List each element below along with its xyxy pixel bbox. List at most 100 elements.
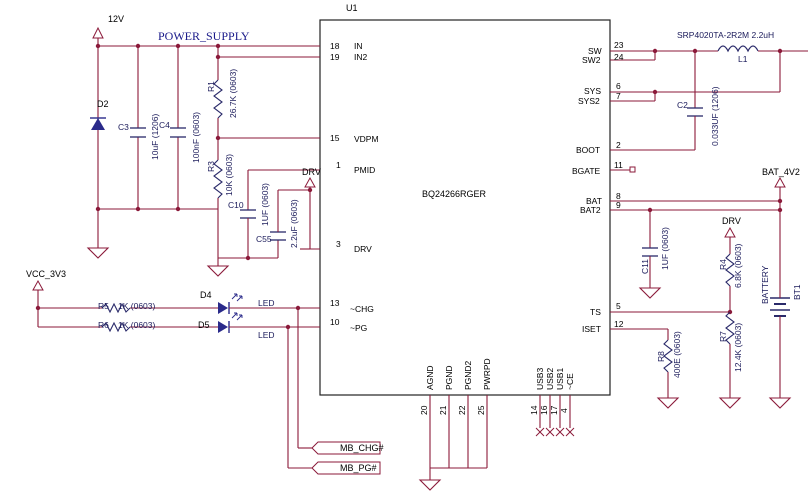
pin-name-ts: TS	[590, 307, 601, 317]
pin-name-agnd: AGND	[425, 365, 435, 390]
c2-ref: C2	[677, 100, 688, 110]
pin-num-6: 6	[616, 81, 621, 91]
pin-num-24: 24	[614, 52, 624, 62]
pin-num-22: 22	[457, 405, 467, 415]
pin-name-vdpm: VDPM	[354, 134, 379, 144]
r8-value: 400E (0603)	[672, 331, 682, 378]
u1-body	[319, 19, 611, 396]
r3-ref: R3	[206, 161, 216, 172]
net-label-12v: 12V	[108, 14, 124, 24]
u1-left-pins: 18 IN 19 IN2 15 VDPM 1 PMID 3 DRV 13 ~CH…	[300, 41, 379, 333]
u1-right-pins: 23 SW 24 SW2 6 SYS 7 SYS2 2 BOOT 11 BGAT…	[572, 40, 630, 334]
port-mb-pg-label: MB_PG#	[340, 463, 377, 473]
u1-ref: U1	[346, 3, 358, 13]
pin-name-sys2: SYS2	[578, 96, 600, 106]
pin-num-4: 4	[559, 408, 569, 413]
net-label-power-supply: POWER_SUPPLY	[158, 29, 250, 43]
pin-num-19: 19	[330, 52, 340, 62]
pin-num-18: 18	[330, 41, 340, 51]
c3-value: 10uF (1206)	[150, 114, 160, 160]
r1-ref: R1	[206, 81, 216, 92]
pin-num-25: 25	[476, 405, 486, 415]
pin-name-bat2: BAT2	[580, 205, 601, 215]
pin-num-11: 11	[614, 160, 623, 170]
pin-name-sw2: SW2	[582, 55, 601, 65]
pin-name-usb2: USB2	[545, 368, 555, 390]
r6-ref: R6	[98, 320, 109, 330]
u1-bottom-pins: 20 AGND 21 PGND 22 PGND2 25 PWRPD 14 USB…	[418, 358, 575, 491]
r7-ref: R7	[718, 331, 728, 342]
l1-ref: L1	[738, 54, 748, 64]
d2-diode: D2	[90, 99, 109, 130]
ground-symbol	[86, 247, 110, 259]
net-label-drv-top: DRV	[302, 167, 321, 177]
pin-name-pwrpd: PWRPD	[482, 358, 492, 390]
power-flag-drv	[304, 176, 316, 188]
pin-num-23: 23	[614, 40, 624, 50]
d5-value: LED	[258, 330, 275, 340]
net-label-vcc: VCC_3V3	[26, 269, 66, 279]
r1-value: 26.7K (0603)	[228, 69, 238, 118]
l1-inductor	[717, 45, 759, 53]
d4-value: LED	[258, 298, 275, 308]
u1-part-number: BQ24266RGER	[422, 189, 487, 199]
c10-value: 1UF (0603)	[260, 183, 270, 226]
pin-num-13: 13	[330, 298, 340, 308]
pin-num-16: 16	[539, 405, 549, 415]
pin-name-in: IN	[354, 41, 363, 51]
r6-value: 1K (0603)	[118, 320, 155, 330]
pin-num-10: 10	[330, 317, 340, 327]
l1-value: SRP4020TA-2R2M 2.2uH	[677, 30, 774, 40]
pin-name-drv: DRV	[354, 244, 372, 254]
status-led-section: VCC_3V3 R5 1K (0603) R6 1K (0603) D4 LED…	[26, 269, 384, 475]
r8-ref: R8	[656, 351, 666, 362]
port-mb-chg	[311, 441, 381, 455]
r5-value: 1K (0603)	[118, 301, 155, 311]
pin-num-5: 5	[616, 301, 621, 311]
pin-name-pg: ~PG	[350, 323, 367, 333]
switch-section: SRP4020TA-2R2M 2.2uH L1 C2 0.033UF (1206…	[630, 30, 808, 151]
pin-name-in2: IN2	[354, 52, 368, 62]
net-label-bat: BAT_4V2	[762, 167, 800, 177]
pin-name-chg: ~CHG	[350, 304, 374, 314]
r4-value: 6.8K (0603)	[733, 243, 743, 288]
c4-value: 100nF (0603)	[191, 112, 201, 163]
port-mb-chg-label: MB_CHG#	[340, 443, 384, 453]
pin-name-boot: BOOT	[576, 145, 600, 155]
c55-ref: C55	[256, 234, 272, 244]
pin-name-sw: SW	[588, 46, 602, 56]
pin-name-ce: ~CE	[565, 373, 575, 390]
pin-name-iset: ISET	[582, 324, 601, 334]
no-connect-markers	[535, 427, 575, 437]
c4-ref: C4	[159, 120, 170, 130]
pin-num-9: 9	[616, 200, 621, 210]
pin-name-usb3: USB3	[535, 368, 545, 390]
pin-num-15: 15	[330, 133, 340, 143]
pin-name-sys: SYS	[584, 86, 601, 96]
power-flag-12v	[92, 26, 104, 39]
battery-section: BAT_4V2 C11 1UF (0603) DRV R4 6.8K (0603…	[630, 167, 802, 409]
c11-value: 1UF (0603)	[660, 227, 670, 270]
pin-num-7: 7	[616, 91, 621, 101]
pin-name-pmid: PMID	[354, 165, 375, 175]
pin-num-20: 20	[419, 405, 429, 415]
bgate-no-connect	[629, 166, 636, 173]
pin-num-8: 8	[616, 191, 621, 201]
d5-ref: D5	[198, 320, 210, 330]
pin-name-pgnd2: PGND2	[463, 360, 473, 390]
power-flag-bat	[774, 176, 786, 188]
c11-ref: C11	[640, 259, 650, 274]
pin-name-bat: BAT	[586, 196, 602, 206]
pin-num-2: 2	[616, 140, 621, 150]
pin-num-14: 14	[529, 405, 539, 415]
r3-value: 10K (0603)	[224, 154, 234, 196]
pin-name-usb1: USB1	[555, 368, 565, 390]
power-flag-drv-right	[724, 226, 736, 238]
c55-value: 2.2uF (0603)	[289, 199, 299, 248]
net-label-drv-right: DRV	[722, 216, 741, 226]
pin-name-bgate: BGATE	[572, 166, 601, 176]
pin-num-1: 1	[336, 160, 341, 170]
bt1-value: BATTERY	[760, 265, 770, 304]
